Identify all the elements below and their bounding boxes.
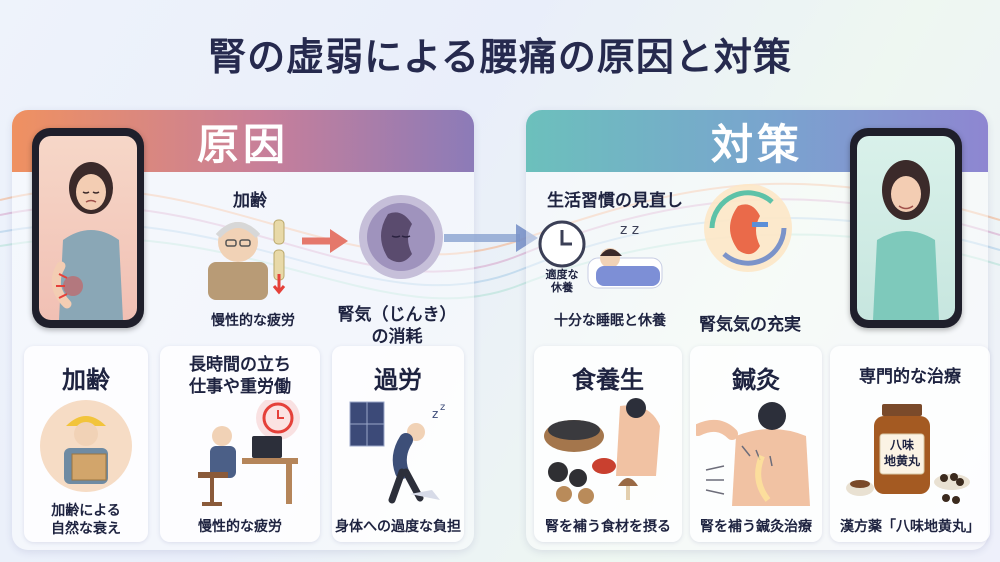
- phone-healthy: [850, 128, 962, 328]
- aging-label: 加齢: [233, 191, 267, 211]
- healthy-kidney-icon: [704, 184, 792, 272]
- worker-carrying-box-icon: [40, 400, 132, 492]
- work-title-line2: 仕事や重労働: [189, 377, 291, 397]
- svg-text:z: z: [432, 407, 438, 421]
- desk-worker-icon: [198, 400, 300, 506]
- aging-card-title: 加齢: [62, 366, 110, 394]
- arrow-right-icon: [302, 229, 348, 253]
- aging-fatigue-label: 慢性的な疲労: [211, 313, 295, 329]
- elderly-man-icon: [208, 219, 286, 300]
- kidney-qi-depletion-label: の消耗: [371, 327, 423, 347]
- aging-caption-line1: 加齢による: [51, 503, 121, 519]
- work-title-line1: 長時間の立ち: [189, 355, 291, 375]
- diet-caption: 腎を補う食材を摂る: [545, 519, 671, 535]
- acupuncture-treatment-icon: [696, 402, 810, 506]
- lifestyle-label: 生活習慣の見直し: [547, 191, 683, 211]
- bottle-label-line1: 八味: [889, 438, 914, 452]
- rest-small-line1: 適度な: [545, 268, 579, 281]
- aging-caption-line2: 自然な衰え: [51, 521, 121, 537]
- kidney-foods-icon: [544, 398, 660, 504]
- page-title: 腎の虚弱による腰痛の原因と対策: [208, 35, 792, 79]
- healthy-woman-illustration: [873, 160, 939, 320]
- woman-back-pain-illustration: [51, 162, 123, 320]
- professional-title: 専門的な治療: [859, 367, 961, 387]
- herbal-medicine-bottle-icon: [846, 404, 970, 504]
- kidney-qi-label: 腎気（じんき）: [337, 305, 457, 325]
- phone-back-pain: [32, 128, 144, 328]
- exhausted-person-icon: z z: [349, 401, 445, 504]
- clock-and-sleep-icon: z z: [538, 220, 663, 289]
- svg-text:z z: z z: [620, 222, 639, 238]
- kidney-full-label: 腎気気の充実: [699, 315, 801, 335]
- tired-kidney-icon: [359, 195, 443, 279]
- acupuncture-title: 鍼灸: [732, 366, 780, 394]
- overwork-caption: 身体への過度な負担: [335, 519, 461, 535]
- diet-title: 食養生: [572, 366, 644, 394]
- svg-text:z: z: [440, 402, 445, 413]
- sleep-label: 十分な睡眠と休養: [554, 313, 666, 329]
- cause-to-measure-arrow: [444, 224, 538, 252]
- bottle-label-line2: 地黄丸: [883, 454, 920, 468]
- overwork-title: 過労: [374, 366, 422, 394]
- work-caption: 慢性的な疲労: [198, 519, 282, 535]
- acupuncture-caption: 腎を補う鍼灸治療: [700, 519, 812, 535]
- work-card: [160, 346, 320, 542]
- professional-caption: 漢方薬「八味地黄丸」: [840, 519, 980, 535]
- rest-small-line2: 休養: [551, 281, 573, 294]
